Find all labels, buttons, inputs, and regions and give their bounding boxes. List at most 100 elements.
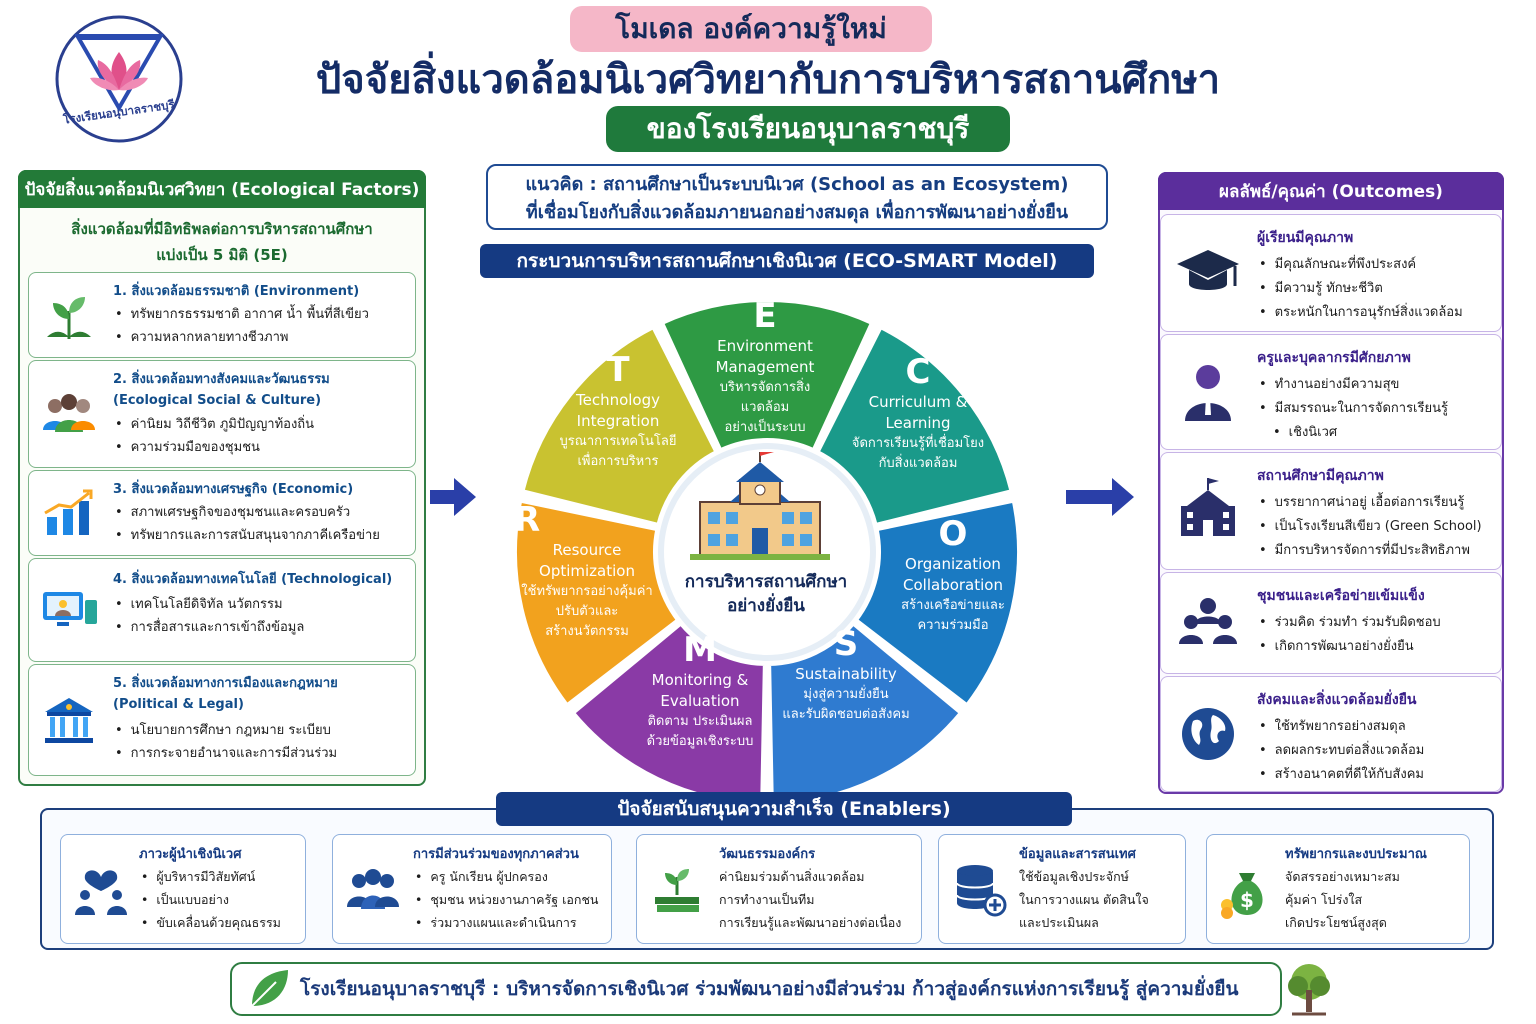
enabler-title: ข้อมูลและสารสนเทศ <box>1019 847 1136 862</box>
factor-title: 3. สิ่งแวดล้อมทางเศรษฐกิจ (Economic) <box>113 482 354 497</box>
wheel-segment-s <box>767 621 963 796</box>
wheel-segment-e <box>660 298 874 453</box>
svg-text:$: $ <box>1240 888 1254 912</box>
outcome-bullet: เชิงนิเวศ <box>1259 421 1495 445</box>
leaf-icon <box>246 966 292 1012</box>
concept-line-1: แนวคิด : สถานศึกษาเป็นระบบนิเวศ (School … <box>525 174 1069 195</box>
books-plant-icon <box>647 859 707 919</box>
factor-title: 5. สิ่งแวดล้อมทางการเมืองและกฎหมาย (Poli… <box>113 673 411 715</box>
outcome-bullet: มีความรู้ ทักษะชีวิต <box>1259 277 1495 301</box>
outcome-bullet: ร่วมคิด ร่วมทำ ร่วมรับผิดชอบ <box>1259 611 1495 635</box>
enabler-line: ขับเคลื่อนด้วยคุณธรรม <box>141 911 281 934</box>
enabler-line: ค่านิยมร่วมด้านสิ่งแวดล้อม <box>719 869 865 884</box>
outcome-title: ครูและบุคลากรมีศักยภาพ <box>1257 350 1411 366</box>
concept-box: แนวคิด : สถานศึกษาเป็นระบบนิเวศ (School … <box>486 164 1108 230</box>
tree-icon <box>1284 960 1334 1018</box>
outcome-bullet: ลดผลกระทบต่อสิ่งแวดล้อม <box>1259 739 1495 763</box>
factor-bullet: ความร่วมมือของชุมชน <box>115 436 413 459</box>
bar-chart-icon <box>39 483 99 543</box>
factor-title-line-2: (Political & Legal) <box>113 697 244 712</box>
enabler-participation: การมีส่วนร่วมของทุกภาคส่วน ครู นักเรียน … <box>332 834 612 944</box>
enabler-line: ชุมชน หน่วยงานภาครัฐ เอกชน <box>415 888 598 911</box>
segment-letter: T <box>606 350 630 390</box>
segment-desc: มุ่งสู่ความยั่งยืน <box>803 687 889 702</box>
segment-name: Sustainability <box>795 665 897 683</box>
segment-desc: ปรับตัวและ <box>555 604 619 619</box>
school-building-icon <box>1173 476 1243 546</box>
enabler-title: การมีส่วนร่วมของทุกภาคส่วน <box>413 847 579 862</box>
enabler-line: ในการวางแผน ตัดสินใจ <box>1019 892 1149 907</box>
outcome-bullet: ใช้ทรัพยากรอย่างสมดุล <box>1259 715 1495 739</box>
intro-line-1: สิ่งแวดล้อมที่มีอิทธิพลต่อการบริหารสถานศ… <box>71 220 373 238</box>
factor-bullet: ทรัพยากรธรรมชาติ อากาศ น้ำ พื้นที่สีเขีย… <box>115 303 413 326</box>
enabler-line: จัดสรรอย่างเหมาะสม <box>1285 869 1400 884</box>
outcome-bullet: บรรยากาศน่าอยู่ เอื้อต่อการเรียนรู้ <box>1259 491 1495 515</box>
enabler-culture: วัฒนธรรมองค์กร ค่านิยมร่วมด้านสิ่งแวดล้อ… <box>636 834 922 944</box>
enabler-line: ร่วมวางแผนและดำเนินการ <box>415 911 598 934</box>
outcome-bullet: มีการบริหารจัดการที่มีประสิทธิภาพ <box>1259 539 1495 563</box>
segment-desc: สร้างนวัตกรรม <box>545 624 629 639</box>
outcome-bullet: สร้างอนาคตที่ดีให้กับสังคม <box>1259 763 1495 787</box>
enabler-title: วัฒนธรรมองค์กร <box>719 847 816 862</box>
outcome-society-environment: สังคมและสิ่งแวดล้อมยั่งยืน ใช้ทรัพยากรอย… <box>1160 676 1502 792</box>
factor-bullet: ความหลากหลายทางชีวภาพ <box>115 326 413 349</box>
segment-name: Curriculum & <box>868 393 968 411</box>
community-icon <box>1173 588 1243 658</box>
ecological-factors-heading: ปัจจัยสิ่งแวดล้อมนิเวศวิทยา (Ecological … <box>18 170 426 208</box>
enabler-resources: $ ทรัพยากรและงบประมาณ จัดสรรอย่างเหมาะสม… <box>1206 834 1470 944</box>
enabler-line: คุ้มค่า โปร่งใส <box>1285 892 1363 907</box>
outcome-students: ผู้เรียนมีคุณภาพ มีคุณลักษณะที่พึงประสงค… <box>1160 214 1502 332</box>
factor-title: 2. สิ่งแวดล้อมทางสังคมและวัฒนธรรม (Ecolo… <box>113 369 411 411</box>
factor-bullet: การกระจายอำนาจและการมีส่วนร่วม <box>115 742 413 765</box>
outcome-title: ผู้เรียนมีคุณภาพ <box>1257 230 1354 246</box>
segment-desc: เพื่อการบริหาร <box>577 454 659 469</box>
outcome-community: ชุมชนและเครือข่ายเข้มแข็ง ร่วมคิด ร่วมทำ… <box>1160 572 1502 674</box>
segment-name: Environment <box>717 337 813 355</box>
segment-name: Organization <box>905 555 1001 573</box>
factor-title-line-1: 5. สิ่งแวดล้อมทางการเมืองและกฎหมาย <box>113 676 338 691</box>
graduation-cap-icon <box>1173 238 1243 308</box>
outcome-title: ชุมชนและเครือข่ายเข้มแข็ง <box>1257 588 1425 604</box>
segment-letter: O <box>938 514 968 554</box>
center-label-line-1: การบริหารสถานศึกษา <box>684 572 848 592</box>
enabler-title: ทรัพยากรและงบประมาณ <box>1285 847 1427 862</box>
segment-desc: อย่างเป็นระบบ <box>724 420 806 435</box>
database-icon <box>949 859 1009 919</box>
outcome-bullet: เป็นโรงเรียนสีเขียว (Green School) <box>1259 515 1495 539</box>
factor-title: 1. สิ่งแวดล้อมธรรมชาติ (Environment) <box>113 284 360 299</box>
enabler-line: เกิดประโยชน์สูงสุด <box>1285 915 1387 930</box>
segment-letter: M <box>683 630 717 670</box>
segment-name: Management <box>715 358 815 376</box>
segment-name: Integration <box>576 412 660 430</box>
segment-desc: ใช้ทรัพยากรอย่างคุ้มค่า <box>521 584 653 599</box>
segment-desc: ความร่วมมือ <box>917 618 989 633</box>
enabler-line: การเรียนรู้และพัฒนาอย่างต่อเนื่อง <box>719 915 902 930</box>
segment-letter: E <box>753 296 777 336</box>
segment-name: Collaboration <box>903 576 1003 594</box>
segment-desc: จัดการเรียนรู้ที่เชื่อมโยง <box>851 436 985 451</box>
factor-title: 4. สิ่งแวดล้อมทางเทคโนโลยี (Technologica… <box>113 572 393 587</box>
factor-technological: 4. สิ่งแวดล้อมทางเทคโนโลยี (Technologica… <box>28 558 416 662</box>
outcome-teachers: ครูและบุคลากรมีศักยภาพ ทำงานอย่างมีความส… <box>1160 334 1502 450</box>
outcome-title: สังคมและสิ่งแวดล้อมยั่งยืน <box>1257 692 1417 708</box>
outcome-bullet: เกิดการพัฒนาอย่างยั่งยืน <box>1259 635 1495 659</box>
outcomes-heading: ผลลัพธ์/คุณค่า (Outcomes) <box>1158 172 1504 210</box>
factor-bullet: ค่านิยม วิถีชีวิต ภูมิปัญญาท้องถิ่น <box>115 413 413 436</box>
enabler-line: เป็นแบบอย่าง <box>141 888 281 911</box>
school-building-center-icon <box>690 448 830 562</box>
factor-bullet: เทคโนโลยีดิจิทัล นวัตกรรม <box>115 593 413 616</box>
enabler-line: ผู้บริหารมีวิสัยทัศน์ <box>141 865 281 888</box>
devices-icon <box>39 580 99 640</box>
segment-name: Optimization <box>539 562 635 580</box>
segment-desc: ด้วยข้อมูลเชิงระบบ <box>646 734 754 749</box>
factor-bullet: สภาพเศรษฐกิจของชุมชนและครอบครัว <box>115 501 413 524</box>
segment-o: O Organization Collaboration สร้างเครือข… <box>878 514 1028 636</box>
segment-desc: บูรณาการเทคโนโลยี <box>559 434 677 449</box>
enabler-line: ครู นักเรียน ผู้ปกครอง <box>415 865 598 888</box>
money-bag-icon: $ <box>1217 859 1277 919</box>
arrow-right-icon <box>426 470 480 524</box>
wheel-center-label: การบริหารสถานศึกษา อย่างยั่งยืน <box>666 570 866 618</box>
ecological-factors-intro: สิ่งแวดล้อมที่มีอิทธิพลต่อการบริหารสถานศ… <box>24 216 420 268</box>
outcome-bullet: มีสมรรถนะในการจัดการเรียนรู้ <box>1259 397 1495 421</box>
segment-m: M Monitoring & Evaluation ติดตาม ประเมิน… <box>630 630 770 752</box>
